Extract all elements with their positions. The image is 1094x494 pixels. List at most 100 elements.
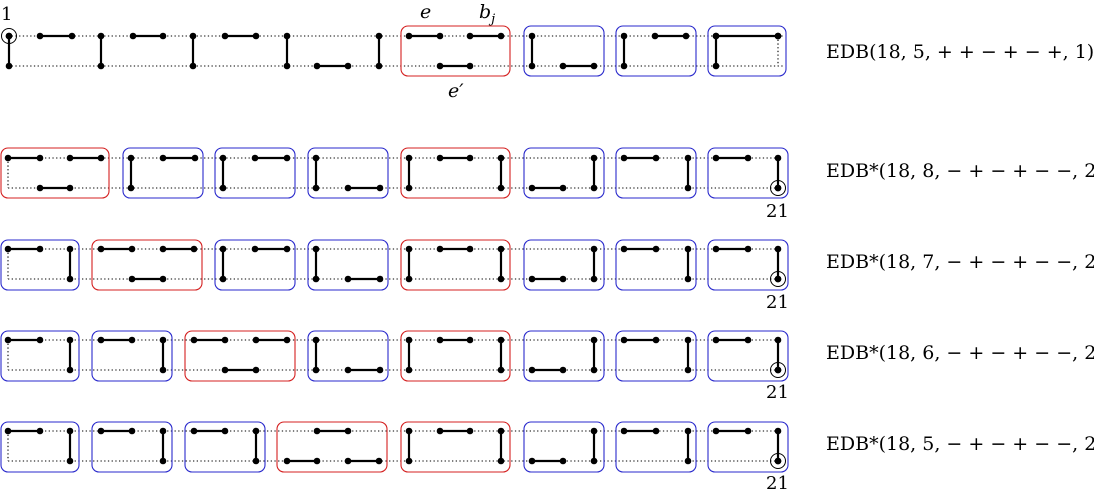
gadget-box-red	[400, 330, 511, 382]
gadget-box-red	[276, 421, 388, 473]
vertex	[313, 427, 321, 435]
gadget-box-red	[400, 147, 511, 199]
vertex	[66, 336, 74, 344]
vertex	[97, 32, 105, 40]
vertex	[652, 427, 660, 435]
vertex	[712, 62, 720, 70]
vertex	[313, 62, 321, 70]
vertex	[159, 32, 167, 40]
gadget-box-blue	[615, 147, 697, 199]
vertex	[528, 457, 536, 465]
vertex	[221, 336, 229, 344]
vertex	[190, 427, 198, 435]
vertex	[66, 457, 74, 465]
vertex	[36, 32, 44, 40]
vertex	[283, 154, 291, 162]
gadget-box-blue	[523, 147, 605, 199]
diagram-rows	[0, 25, 789, 473]
vertex	[97, 427, 105, 435]
row5-caption: EDB*(18, 5, − + − + − −, 21)	[826, 433, 1094, 455]
vertex	[66, 275, 74, 283]
vertex	[376, 366, 384, 374]
vertex	[219, 154, 227, 162]
vertex	[559, 62, 567, 70]
vertex	[312, 275, 320, 283]
vertex	[376, 184, 384, 192]
gadget-box-red	[91, 239, 203, 291]
vertex	[283, 32, 291, 40]
vertex	[744, 154, 752, 162]
vertex	[590, 275, 598, 283]
vertex	[744, 427, 752, 435]
vertex	[66, 427, 74, 435]
edge-eprime-label: e′	[448, 80, 464, 102]
vertex	[159, 366, 167, 374]
gadget-box-blue	[307, 330, 389, 382]
gadget-box-blue	[307, 239, 389, 291]
vertex	[128, 336, 136, 344]
vertex	[189, 32, 197, 40]
vertex	[712, 336, 720, 344]
gadget-box-blue	[91, 421, 173, 473]
vertex	[4, 245, 12, 253]
vertex	[559, 366, 567, 374]
end-vertex-ring	[770, 271, 786, 287]
vertex	[497, 275, 505, 283]
vertex	[712, 32, 720, 40]
vertex	[128, 427, 136, 435]
vertex	[744, 245, 752, 253]
gadget-box-blue	[707, 330, 789, 382]
gadget-box-blue	[707, 25, 787, 77]
vertex	[466, 336, 474, 344]
vertex	[684, 245, 692, 253]
end-vertex-label-row5: 21	[766, 473, 789, 494]
vertex	[189, 62, 197, 70]
vertex	[466, 154, 474, 162]
gadget-box-blue	[707, 239, 789, 291]
vertex	[497, 427, 505, 435]
vertex	[466, 427, 474, 435]
vertex	[684, 275, 692, 283]
vertex	[36, 154, 44, 162]
vertex	[405, 154, 413, 162]
vertex	[312, 336, 320, 344]
vertex	[36, 427, 44, 435]
vertex	[405, 32, 413, 40]
vertex	[712, 154, 720, 162]
vertex	[684, 336, 692, 344]
vertex	[159, 427, 167, 435]
vertex	[620, 245, 628, 253]
vertex	[466, 245, 474, 253]
vertex	[774, 336, 782, 344]
vertex	[590, 62, 598, 70]
end-vertex-label-row2: 21	[766, 201, 789, 222]
vertex	[251, 154, 259, 162]
vertex	[4, 427, 12, 435]
vertex	[620, 336, 628, 344]
vertex	[66, 154, 74, 162]
vertex	[684, 154, 692, 162]
gadget-box-red	[400, 25, 511, 77]
vertex	[590, 366, 598, 374]
vertex	[774, 366, 782, 374]
vertex	[528, 275, 536, 283]
vertex	[66, 245, 74, 253]
vertex	[652, 336, 660, 344]
start-vertex-label: 1	[1, 4, 12, 25]
vertex	[774, 427, 782, 435]
vertex	[252, 427, 260, 435]
vertex	[159, 154, 167, 162]
edge-e-label: e	[420, 1, 431, 23]
vertex	[528, 32, 536, 40]
vertex	[36, 336, 44, 344]
vertex	[68, 32, 76, 40]
vertex	[312, 245, 320, 253]
vertex	[252, 366, 260, 374]
gadget-box-blue	[91, 330, 173, 382]
vertex	[190, 245, 198, 253]
gadget-box-blue	[122, 147, 204, 199]
gadget-box-blue	[523, 421, 605, 473]
gadget-box-blue	[523, 239, 605, 291]
gadget-box-blue	[523, 25, 605, 77]
vertex	[283, 457, 291, 465]
